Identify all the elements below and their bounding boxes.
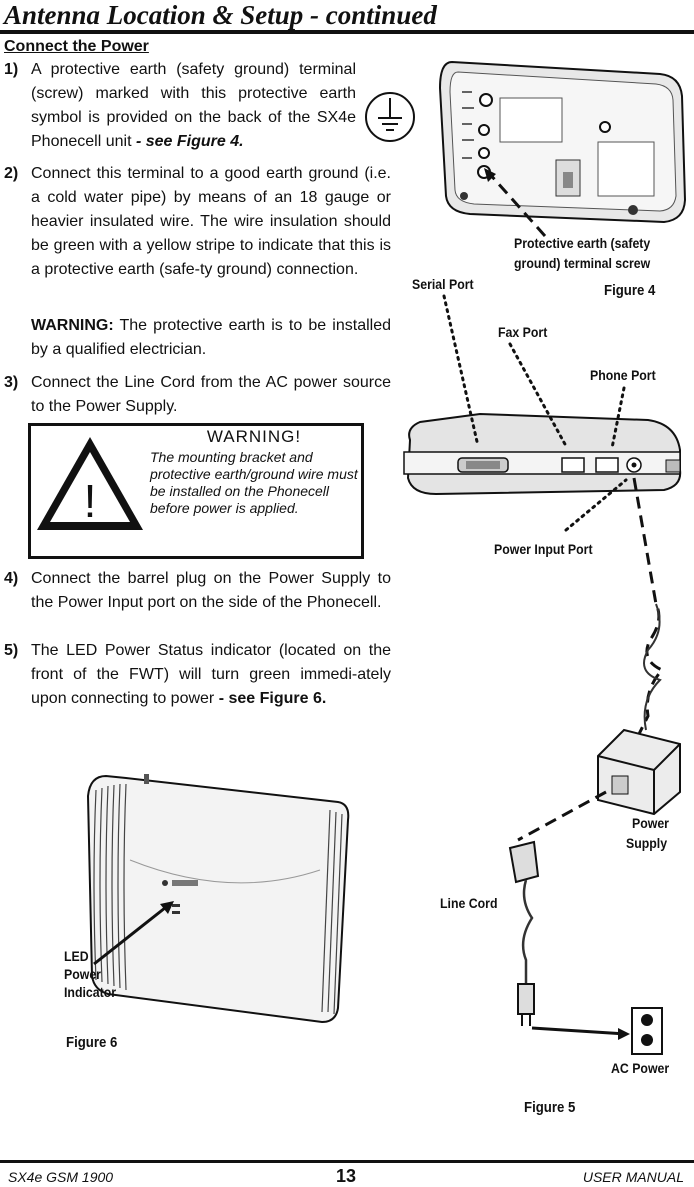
power-supply-illustration xyxy=(597,728,681,816)
led-label-2: Power xyxy=(64,966,101,982)
dc-cable xyxy=(643,603,662,731)
step-1: 1) A protective earth (safety ground) te… xyxy=(4,58,391,154)
step-number: 4) xyxy=(4,570,19,587)
ac-power-label: AC Power xyxy=(611,1060,670,1076)
figure-reference: - see Figure 6. xyxy=(214,690,327,707)
footer-rule xyxy=(0,1160,694,1163)
step-text: Connect this terminal to a good earth gr… xyxy=(31,165,391,278)
step-text: Connect the Line Cord from the AC power … xyxy=(31,374,391,415)
power-input-port-label: Power Input Port xyxy=(494,541,593,557)
step-number: 2) xyxy=(4,165,19,182)
step-text: Connect the barrel plug on the Power Sup… xyxy=(31,570,391,611)
warning-triangle-icon: ! xyxy=(37,437,143,530)
callout-arrowhead-icon xyxy=(618,1028,630,1040)
warning-box xyxy=(28,423,364,559)
figure-6-caption: Figure 6 xyxy=(66,1034,118,1051)
callout-arrowhead-icon xyxy=(160,901,174,914)
line-cord-callout-line xyxy=(517,790,607,842)
step-number: 3) xyxy=(4,374,19,391)
fig4-callout-line1: Protective earth (safety xyxy=(514,235,651,251)
step-2: 2) Connect this terminal to a good earth… xyxy=(4,162,391,282)
step-number: 1) xyxy=(4,61,19,78)
warning-paragraph: WARNING: The protective earth is to be i… xyxy=(4,314,391,362)
phonecell-side-illustration xyxy=(403,412,682,496)
step-number: 5) xyxy=(4,642,19,659)
step-5: 5) The LED Power Status indicator (locat… xyxy=(4,639,391,711)
led-label-1: LED xyxy=(64,948,89,964)
warning-text: The protective earth is to be installed … xyxy=(31,317,391,358)
port-callout-lines xyxy=(442,294,628,532)
line-cord-illustration xyxy=(508,840,540,1026)
figure-5-caption: Figure 5 xyxy=(524,1099,576,1116)
led-callout-line xyxy=(93,902,171,966)
ac-power-callout-line xyxy=(531,1026,627,1036)
callout-arrowhead-icon xyxy=(484,168,496,182)
step-text: The LED Power Status indicator (located … xyxy=(31,642,391,707)
step-4: 4) Connect the barrel plug on the Power … xyxy=(4,567,391,615)
warning-box-heading: WARNING! xyxy=(206,427,302,446)
earth-screw-callout-line xyxy=(486,171,547,237)
warning-symbol: ! xyxy=(84,475,97,527)
phonecell-front-illustration xyxy=(86,774,350,1024)
fax-port-label: Fax Port xyxy=(498,324,548,340)
serial-port-label: Serial Port xyxy=(412,276,474,292)
footer-manual: USER MANUAL xyxy=(582,1169,684,1185)
section-title: Connect the Power xyxy=(4,38,149,55)
line-cord-label: Line Cord xyxy=(440,895,498,911)
phonecell-back-illustration xyxy=(438,60,687,224)
footer-model: SX4e GSM 1900 xyxy=(8,1169,114,1185)
figure-reference: - see Figure 4. xyxy=(131,133,244,150)
figure-4-caption: Figure 4 xyxy=(604,282,656,299)
fig4-callout-line2: ground) terminal screw xyxy=(514,255,651,271)
warning-label: WARNING: xyxy=(31,317,114,334)
title-rule xyxy=(0,30,694,34)
earth-symbol-icon xyxy=(365,92,415,142)
phone-port-label: Phone Port xyxy=(590,367,656,383)
page-number: 13 xyxy=(336,1166,357,1186)
warning-box-text: The mounting bracket and protective eart… xyxy=(150,449,358,516)
ac-outlet-icon xyxy=(631,1007,663,1055)
power-supply-label-2: Supply xyxy=(626,835,668,851)
page-title: Antenna Location & Setup - continued xyxy=(4,0,437,30)
led-label-3: Indicator xyxy=(64,984,117,1000)
power-supply-label-1: Power xyxy=(632,815,669,831)
step-3: 3) Connect the Line Cord from the AC pow… xyxy=(4,371,391,419)
step-text: A protective earth (safety ground) termi… xyxy=(31,61,356,150)
